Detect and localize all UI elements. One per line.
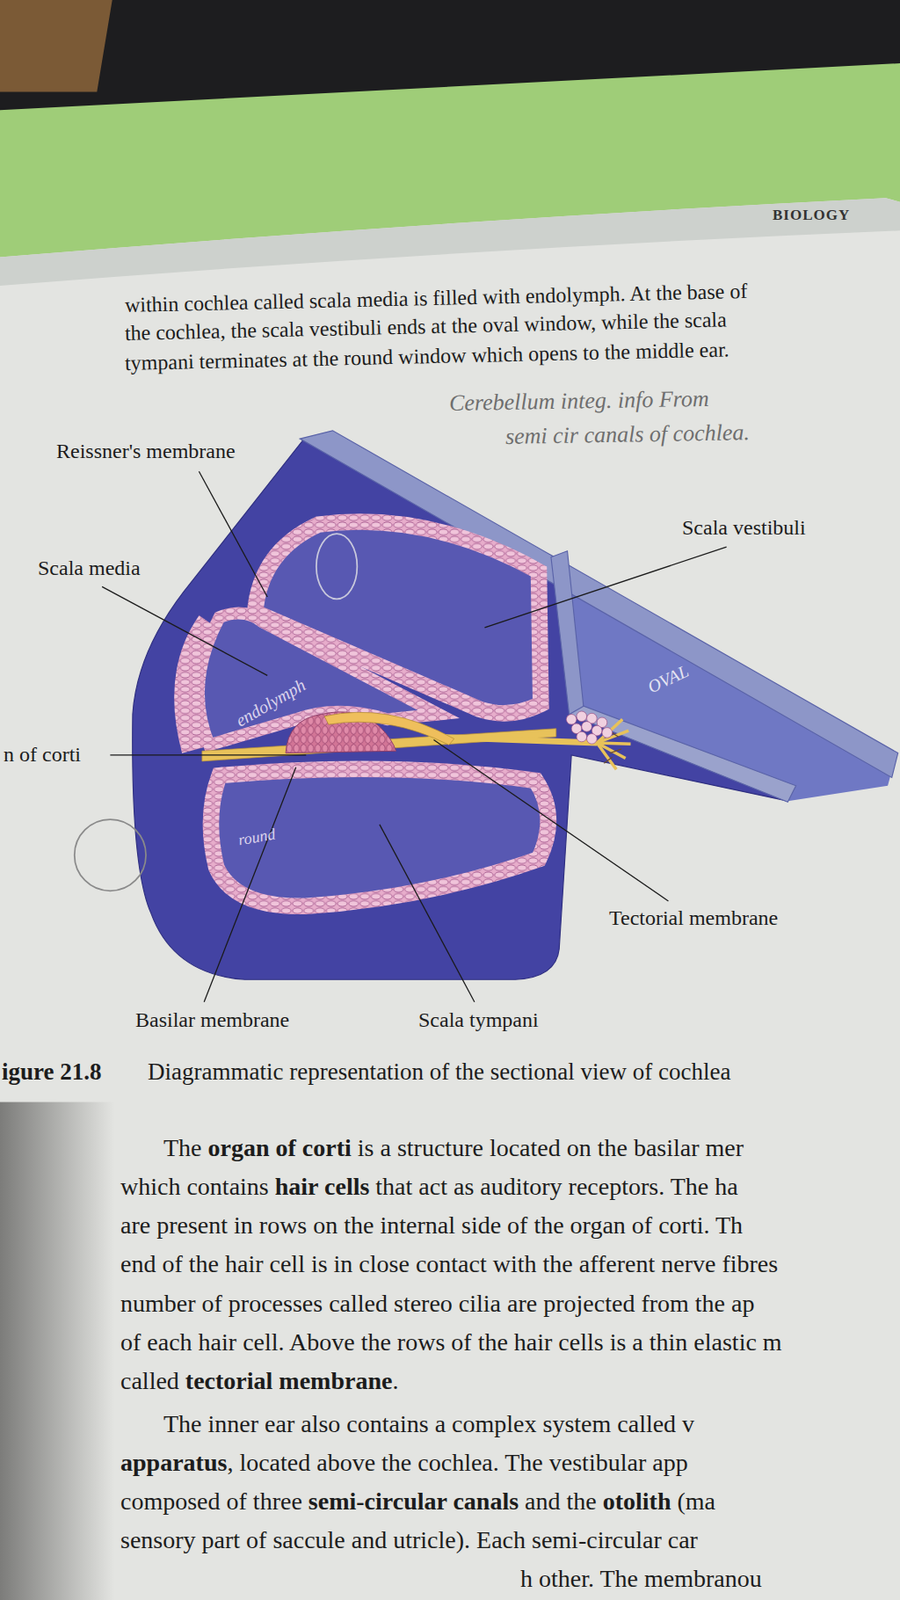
pencil-circle: [316, 533, 357, 599]
leader-line: [109, 754, 306, 755]
handwritten-note: round: [236, 824, 276, 850]
figure-number: igure 21.8: [1, 1058, 102, 1086]
body-text: .: [391, 1366, 399, 1394]
body-text: sensory part of saccule and utricle). Ea…: [120, 1525, 698, 1554]
handwritten-note: semi cir canals of cochlea.: [505, 419, 750, 450]
stria-vascularis: [186, 622, 210, 750]
text-line: which containshair cellsthat act as audi…: [120, 1172, 739, 1201]
table-corner: [0, 0, 113, 92]
handwritten-note: OVAL: [644, 660, 692, 697]
part-label: Scala tympani: [418, 1008, 539, 1033]
leader-line: [484, 546, 726, 628]
body-text: number of processes called stereo cilia …: [120, 1289, 755, 1317]
running-head: BIOLOGY: [772, 206, 850, 225]
page-shadow: [0, 1102, 115, 1600]
text-line: composed of threesemi-circular canalsand…: [120, 1487, 716, 1516]
leader-line: [433, 740, 668, 901]
page-sheet: [0, 197, 900, 1600]
body-text: h other. The membranou: [520, 1564, 763, 1592]
text-line: number of processes called stereo cilia …: [120, 1289, 755, 1318]
part-label: Reissner's membrane: [56, 439, 236, 465]
text-line: h other. The membranou: [520, 1564, 763, 1593]
part-label: n of corti: [3, 742, 81, 768]
body-text: which contains: [120, 1172, 269, 1200]
body-text: end of the hair cell is in close contact…: [120, 1249, 778, 1278]
leader-line: [379, 824, 475, 1002]
part-label: Basilar membrane: [135, 1008, 290, 1033]
text-line: end of the hair cell is in close contact…: [120, 1249, 778, 1278]
header-strip: [0, 197, 900, 286]
part-label: Scala vestibuli: [682, 515, 806, 541]
figure-caption: Diagrammatic representation of the secti…: [147, 1058, 731, 1086]
bold-term: tectorial membrane: [185, 1366, 393, 1394]
body-text: composed of three: [120, 1487, 303, 1515]
text-line: of each hair cell. Above the rows of the…: [120, 1328, 783, 1357]
text-line: calledtectorial membrane.: [120, 1366, 399, 1395]
leader-line: [101, 586, 268, 675]
part-label: Scala media: [37, 556, 141, 581]
text-line: The inner ear also contains a complex sy…: [163, 1409, 695, 1438]
cochlear-nerve: [428, 736, 598, 743]
spiral-lamina: [569, 705, 797, 802]
handwritten-note: Cerebellum integ. info From: [449, 385, 710, 417]
body-text: and the: [524, 1487, 597, 1515]
bony-band: [551, 551, 584, 717]
bold-term: organ of corti: [208, 1133, 352, 1162]
body-text: that act as auditory receptors. The ha: [375, 1172, 738, 1200]
body-text: of each hair cell. Above the rows of the…: [120, 1328, 783, 1356]
text-line: apparatus, located above the cochlea. Th…: [120, 1448, 689, 1477]
body-text: is a structure located on the basilar me…: [357, 1133, 744, 1162]
pencil-circle: [74, 819, 146, 891]
text-line: sensory part of saccule and utricle). Ea…: [120, 1525, 698, 1554]
spiral-ganglion: [566, 711, 612, 744]
leader-line: [203, 767, 296, 1002]
bold-term: otolith: [602, 1487, 672, 1515]
bold-term: semi-circular canals: [308, 1487, 519, 1515]
leader-line: [198, 471, 268, 597]
part-label: Tectorial membrane: [609, 906, 778, 931]
body-text: called: [120, 1366, 180, 1394]
scala-tympani-chamber: [210, 769, 549, 907]
text-line: are present in rows on the internal side…: [120, 1211, 743, 1240]
body-text: The inner ear also contains a complex sy…: [163, 1409, 695, 1438]
text-line: Theorgan of cortiis a structure located …: [163, 1133, 744, 1162]
bold-term: hair cells: [275, 1172, 371, 1200]
cochlea-section: [132, 430, 899, 980]
body-text: , located above the cochlea. The vestibu…: [226, 1448, 688, 1476]
handwritten-note: endolymph: [232, 674, 310, 731]
body-text: are present in rows on the internal side…: [120, 1211, 743, 1239]
bold-term: apparatus: [120, 1448, 227, 1476]
body-text: (ma: [677, 1487, 717, 1515]
body-text: The: [163, 1133, 203, 1162]
